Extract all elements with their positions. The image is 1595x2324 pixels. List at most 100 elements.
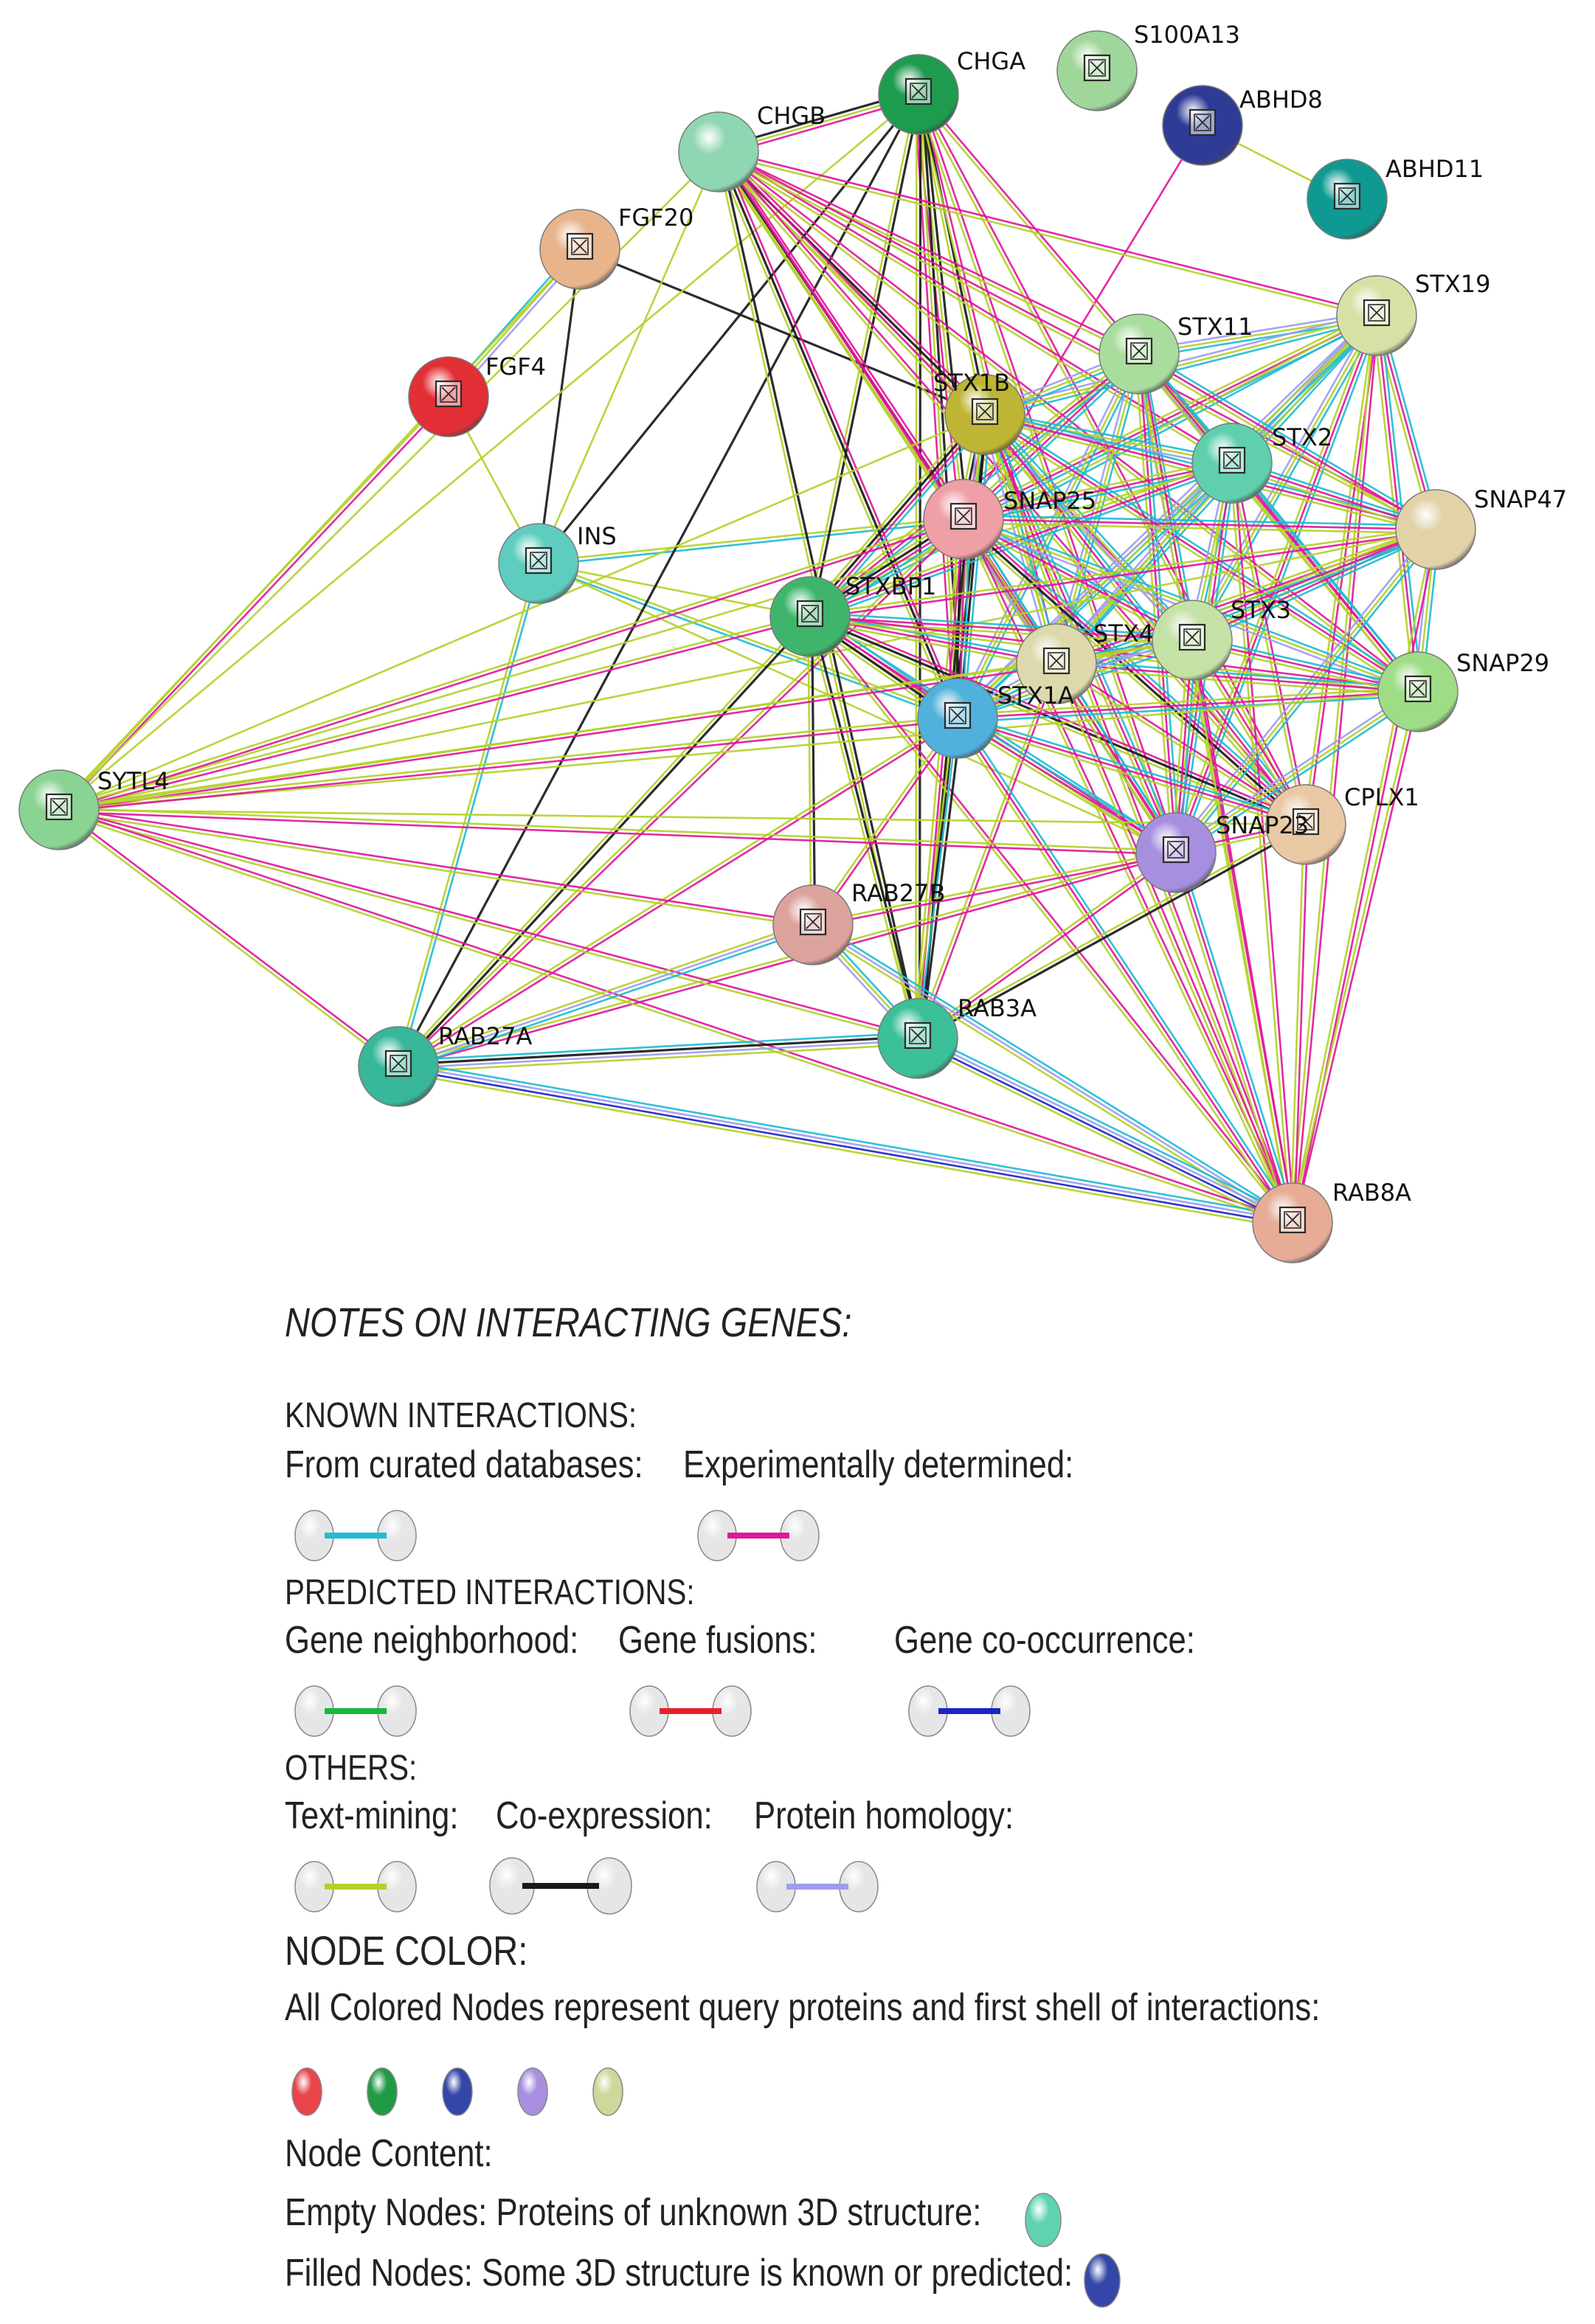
edge-line-curated — [1194, 316, 1381, 643]
node-abhd11[interactable]: ABHD11 — [1307, 155, 1484, 240]
node-stxbp1[interactable]: STXBP1 — [769, 572, 936, 657]
node-snap23[interactable]: SNAP23 — [1135, 811, 1309, 893]
node-sphere[interactable] — [1395, 489, 1476, 570]
cooccurrence-edge-sample — [906, 1685, 1033, 1741]
edge-line-curated — [986, 411, 1196, 639]
node-color-swatch — [515, 2065, 550, 2122]
node-stx3[interactable]: STX3 — [1152, 596, 1291, 681]
edge-line-text-mining — [58, 413, 986, 811]
node-stx1b[interactable]: STX1B — [933, 369, 1025, 455]
edge-stx2-cplx1 — [1229, 462, 1309, 825]
node-rab27b[interactable]: RAB27B — [772, 879, 945, 965]
edge-line-text-mining — [397, 1071, 1292, 1229]
edge-line-coexpression — [810, 615, 921, 1038]
structure-icon — [45, 793, 73, 821]
node-s100a13[interactable]: S100A13 — [1056, 21, 1240, 111]
node-fgf20[interactable]: FGF20 — [539, 204, 693, 290]
node-snap25[interactable]: SNAP25 — [923, 479, 1096, 560]
edge-stx1a-cplx1 — [956, 713, 1307, 830]
node-snap29[interactable]: SNAP29 — [1377, 649, 1549, 732]
edge-line-text-mining — [58, 808, 1307, 826]
edge-line-homology — [398, 1064, 1293, 1222]
edge-line-text-mining — [956, 721, 1305, 830]
edge-line-text-mining — [962, 458, 1232, 517]
node-cplx1[interactable]: CPLX1 — [1265, 783, 1419, 865]
edge-line-coexpression — [920, 718, 963, 1039]
edge-line-curated — [814, 920, 1295, 1221]
others-heading: OTHERS: — [285, 1749, 418, 1788]
node-label: SNAP47 — [1474, 485, 1567, 513]
node-rab27a[interactable]: RAB27A — [358, 1022, 533, 1107]
node-stx19[interactable]: STX19 — [1336, 270, 1491, 356]
edge-line-curated — [986, 410, 1421, 690]
structure-icon — [1178, 623, 1206, 651]
edge-line-text-mining — [1290, 691, 1417, 1223]
edge-line-text-mining — [809, 619, 1056, 669]
node-label: INS — [577, 522, 617, 550]
edge-line-text-mining — [57, 811, 398, 1069]
node-content-heading: Node Content: — [285, 2132, 493, 2175]
node-sytl4[interactable]: SYTL4 — [18, 767, 170, 850]
edge-ins-stxbp1 — [538, 562, 811, 618]
edge-line-text-mining — [807, 617, 812, 926]
node-label: STX4 — [1093, 620, 1154, 648]
node-chga[interactable]: CHGA — [878, 47, 1025, 135]
node-snap47[interactable]: SNAP47 — [1395, 485, 1567, 570]
node-stx1a[interactable]: STX1A — [917, 678, 1074, 759]
node-stx11[interactable]: STX11 — [1098, 313, 1253, 395]
edge-snap47-sytl4 — [58, 528, 1436, 811]
structure-icon — [435, 380, 463, 408]
edge-stx1a-rab3a — [913, 718, 963, 1039]
edge-line-experimental — [957, 717, 1177, 854]
edge-line-experimental — [809, 462, 1233, 618]
edge-line-text-mining — [58, 516, 963, 809]
node-label: CHGA — [957, 47, 1025, 75]
gene-neighborhood-label: Gene neighborhood: — [285, 1619, 579, 1662]
node-label: SNAP23 — [1216, 811, 1309, 839]
structure-icon — [1189, 108, 1217, 136]
node-stx2[interactable]: STX2 — [1191, 423, 1332, 504]
node-fgf4[interactable]: FGF4 — [408, 353, 546, 437]
experimental-label: Experimentally determined: — [683, 1443, 1074, 1486]
edge-line-text-mining — [1053, 664, 1292, 1224]
edge-line-text-mining — [984, 314, 1377, 416]
edge-line-text-mining — [396, 517, 963, 1066]
edge-stx11-snap47 — [1136, 350, 1439, 534]
edge-line-experimental — [918, 853, 1178, 1041]
node-rab3a[interactable]: RAB3A — [877, 994, 1037, 1079]
node-ins[interactable]: INS — [498, 522, 617, 604]
edge-line-coexpression — [397, 94, 920, 1067]
edge-sytl4-rab3a — [58, 807, 919, 1041]
node-label: FGF4 — [485, 353, 546, 381]
edge-line-experimental — [59, 617, 811, 813]
node-sphere[interactable] — [678, 111, 759, 192]
legend-title: NOTES ON INTERACTING GENES: — [285, 1299, 852, 1345]
coexpression-edge-sample — [487, 1856, 634, 1920]
node-chgb[interactable]: CHGB — [678, 102, 826, 192]
node-label: CHGB — [757, 102, 826, 130]
node-stx4[interactable]: STX4 — [1016, 620, 1154, 704]
edge-line-text-mining — [1228, 465, 1416, 696]
edge-line-experimental — [398, 519, 966, 1069]
edge-line-experimental — [58, 811, 1176, 856]
edge-line-experimental — [1233, 462, 1295, 1223]
edge-line-experimental — [59, 397, 451, 812]
edge-line-text-mining — [984, 413, 1233, 465]
edge-line-homology — [398, 1039, 918, 1069]
edge-line-text-mining — [1229, 463, 1292, 1224]
filled-nodes-text: Filled Nodes: Some 3D structure is known… — [285, 2252, 1073, 2294]
edge-line-curated — [399, 1060, 1294, 1218]
edge-line-curated — [960, 715, 1297, 1221]
network-edges — [57, 89, 1441, 1229]
structure-icon — [1279, 1206, 1307, 1234]
node-abhd8[interactable]: ABHD8 — [1162, 85, 1323, 166]
node-rab8a[interactable]: RAB8A — [1252, 1179, 1411, 1263]
edge-sample-svg — [294, 1861, 417, 1912]
edge-line-coexpression — [537, 249, 581, 564]
edge-line-text-mining — [58, 639, 1193, 811]
edge-line-text-mining — [396, 715, 958, 1066]
experimental-edge-sample — [695, 1509, 822, 1566]
edge-line-text-mining — [58, 614, 810, 809]
structure-icon — [799, 908, 827, 936]
